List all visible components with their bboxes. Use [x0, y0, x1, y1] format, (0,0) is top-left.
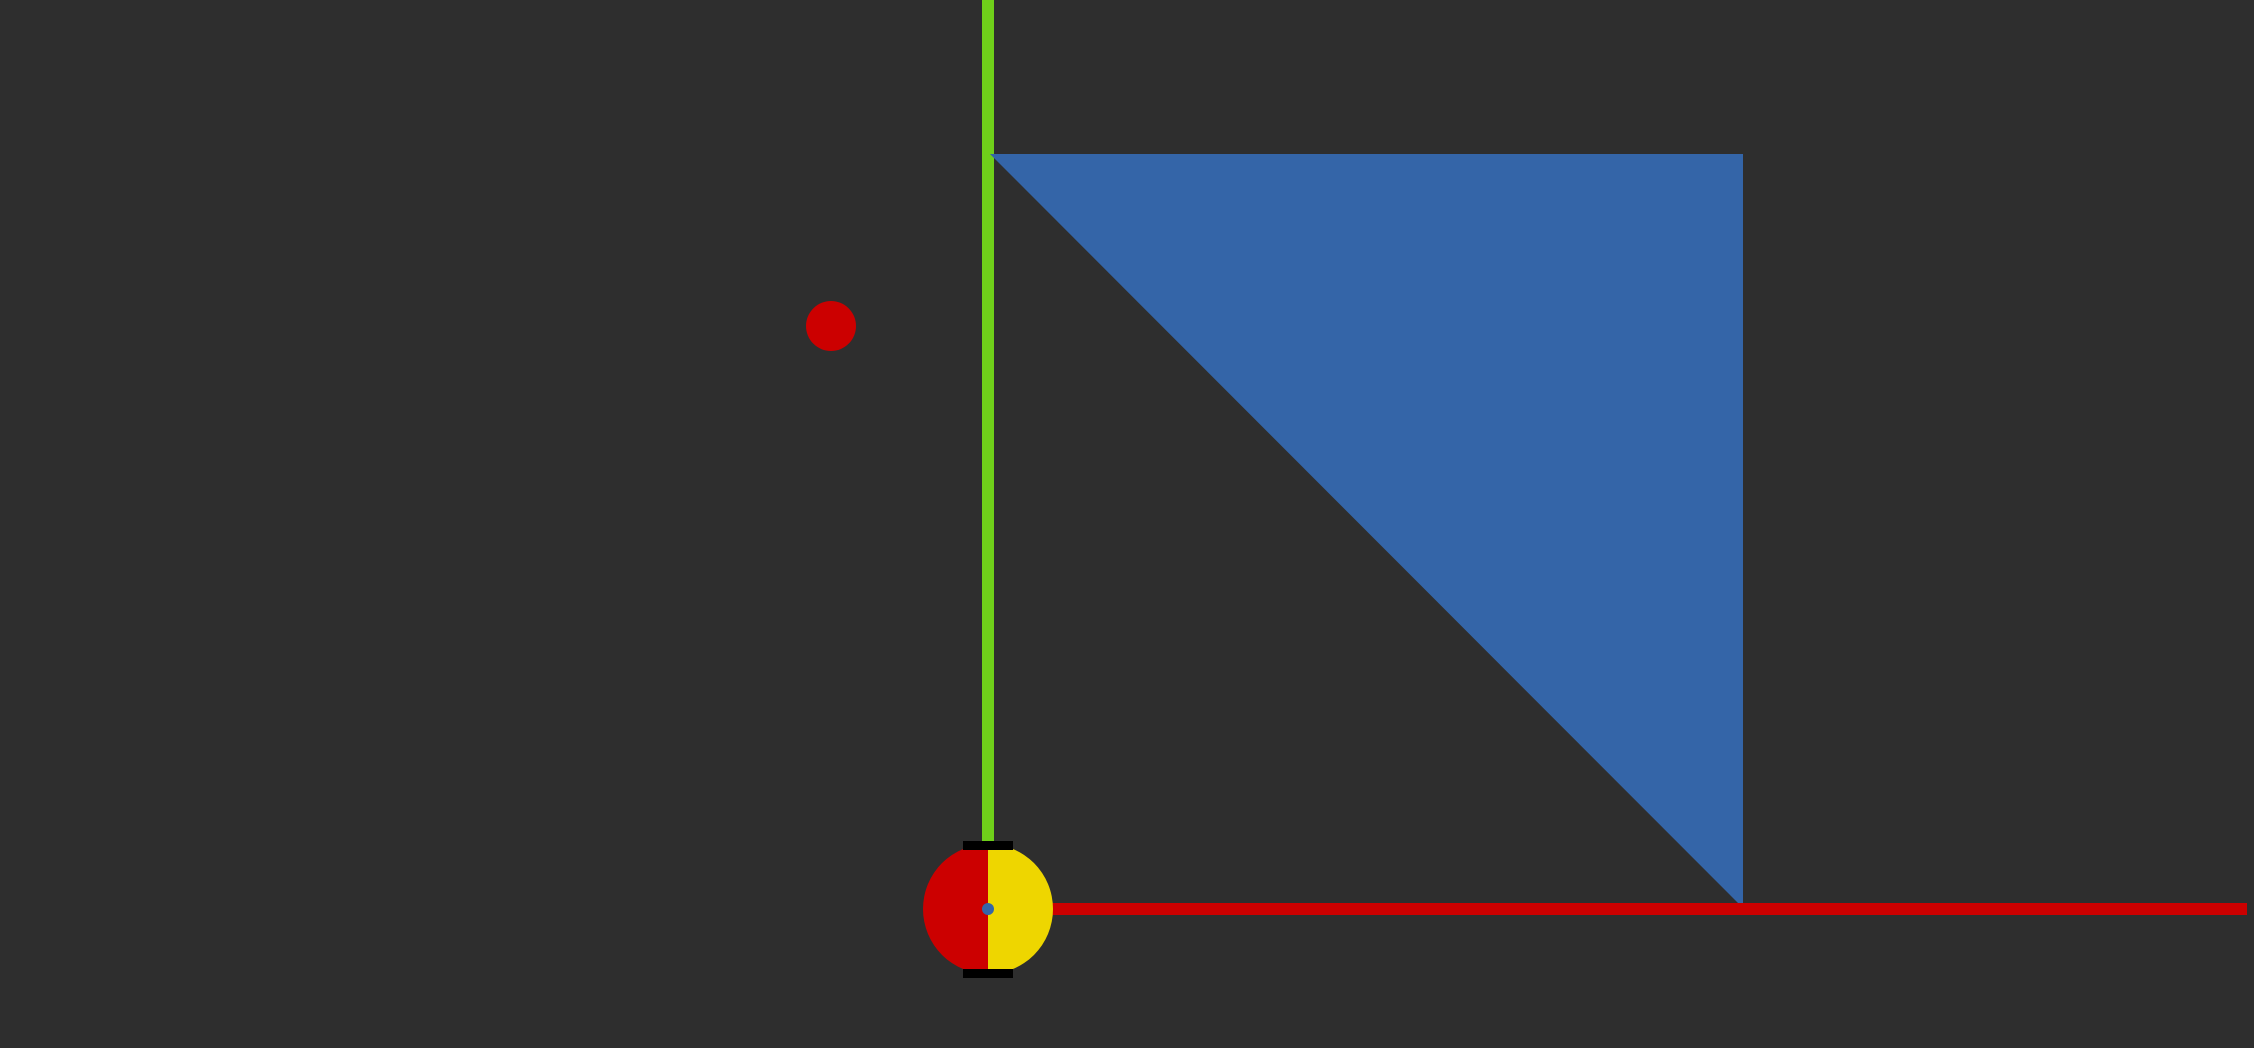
green-vertical-line	[982, 0, 994, 842]
robot-right-half	[988, 844, 1053, 974]
red-dot	[806, 301, 856, 351]
robot	[923, 841, 1053, 978]
robot-top-wheel	[963, 841, 1013, 850]
robot-left-half	[923, 844, 988, 974]
robot-center-dot	[982, 903, 994, 915]
red-horizontal-line	[1052, 903, 2247, 915]
robot-bottom-wheel	[963, 969, 1013, 978]
blue-triangle	[990, 154, 1743, 908]
